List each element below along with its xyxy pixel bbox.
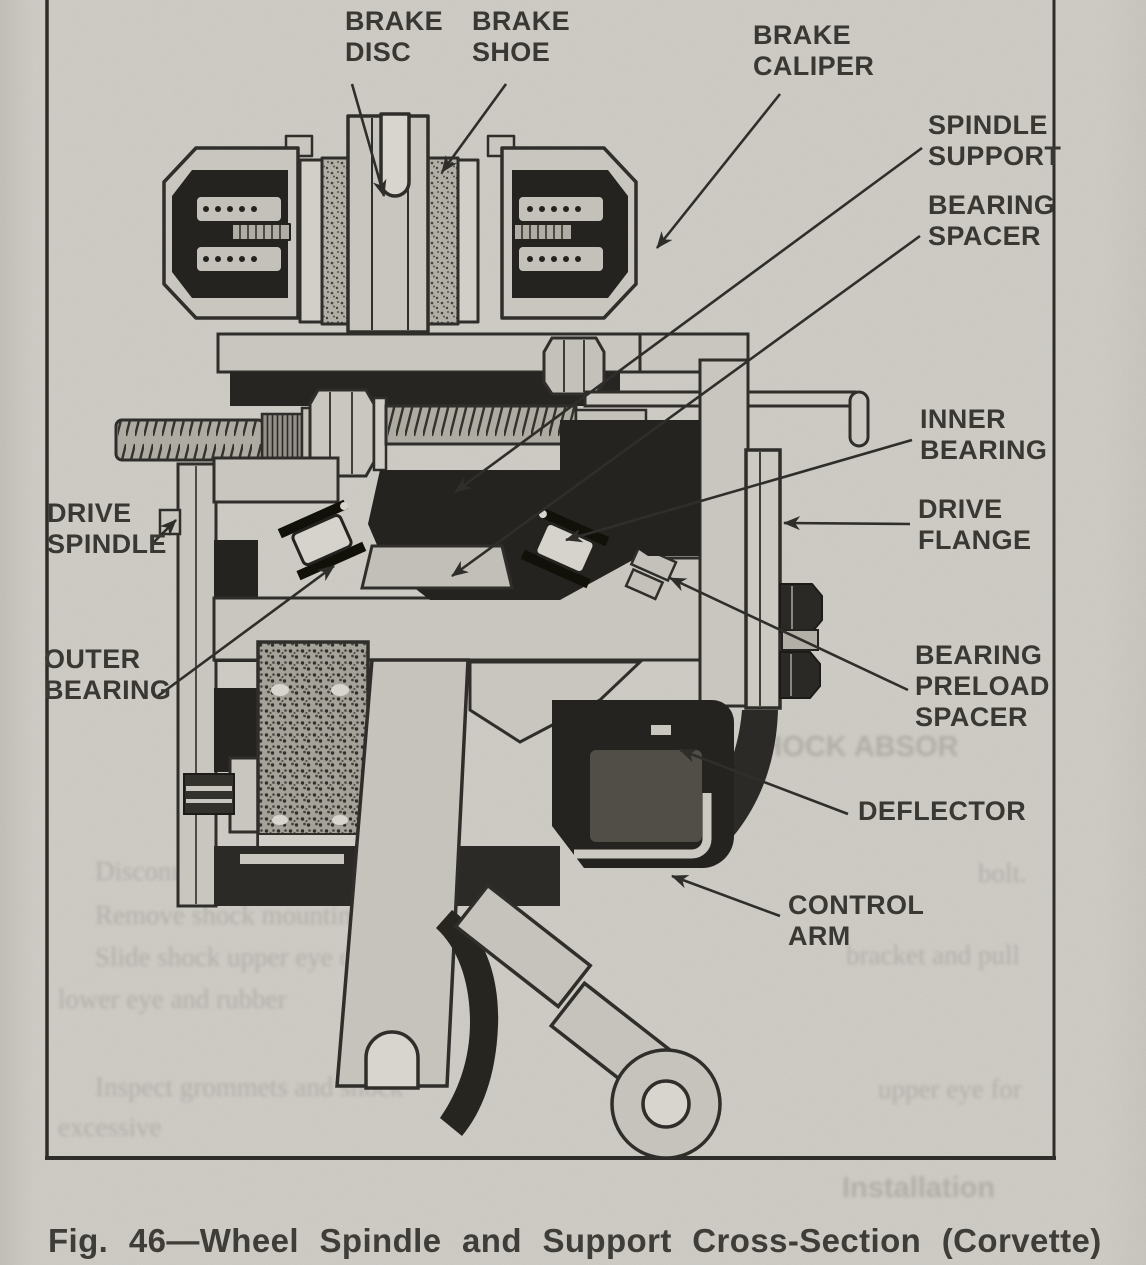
label-line: SHOE [472,37,551,67]
label-line: BRAKE [472,6,571,36]
leader-spindle-support [454,146,923,494]
brake-caliper-assembly [162,112,638,334]
label-line: DRIVE [918,494,1003,524]
label-control-arm: CONTROL ARM [788,890,924,952]
control-arm-eye-hole [641,1079,691,1129]
brake-shoe-right [426,156,460,326]
leader-bearing-spacer [451,234,921,578]
leader-inner-bearing [565,438,913,543]
mount-pin [183,773,235,815]
label-line: SPINDLE [47,529,167,559]
label-line: SUPPORT [928,141,1062,171]
leader-deflector [679,748,849,816]
leader-brake-shoe [440,83,508,173]
label-line: OUTER [44,644,141,674]
label-line: BRAKE [345,6,444,36]
spindle-flange-plate [176,462,218,908]
deflector-tab [649,723,673,737]
label-drive-spindle: DRIVE SPINDLE [47,498,167,560]
leader-brake-caliper [655,93,782,249]
label-spindle-support: SPINDLE SUPPORT [928,110,1061,172]
label-line: DISC [345,37,412,67]
support-cavity [560,420,700,556]
spindle-support-body [560,358,823,868]
label-line: SPINDLE [928,110,1048,140]
bearing-spacer-tube [360,544,514,590]
leader-brake-disc [350,83,387,197]
figure-frame [45,0,1056,1160]
brake-disc-section [346,112,430,334]
brake-caliper-left-half [162,146,300,320]
label-line: DRIVE [47,498,132,528]
spindle-support-upper-arm [216,332,870,448]
outer-bearing-rollers [277,499,367,581]
leader-drive-spindle [151,519,177,545]
spindle-threads [118,421,263,459]
dust-shield-strap [436,910,499,1136]
brake-shoe-left [320,156,350,326]
label-line: BRAKE [753,20,852,50]
label-line: PRELOAD [915,671,1050,701]
label-line: INNER [920,404,1007,434]
bleed-screw [231,223,291,241]
label-line: BEARING [44,675,172,705]
support-leg-and-deflector [335,658,734,1136]
spindle-washer [372,396,388,472]
leader-control-arm [671,874,781,918]
label-line: SPACER [928,221,1041,251]
deflector-lip [574,793,712,859]
label-line: BEARING [920,435,1048,465]
bracket-hook [848,390,870,448]
label-brake-disc: BRAKE DISC [345,6,443,68]
label-line: SPACER [915,702,1028,732]
label-drive-flange: DRIVE FLANGE [918,494,1031,556]
fork-notch [364,1030,420,1090]
label-brake-caliper: BRAKE CALIPER [753,20,874,82]
label-line: CONTROL [788,890,925,920]
label-line: DEFLECTOR [858,796,1027,826]
drive-flange-plate [744,448,782,710]
rubber-mount-section [256,640,370,850]
caliper-mounting-bolt-head [542,336,606,396]
leader-lines [151,83,923,918]
label-deflector: DEFLECTOR [858,796,1026,827]
spindle-nut [308,388,376,478]
drive-spindle-shaft [114,388,648,478]
brake-caliper-right-half [500,146,638,320]
piston-spring-dots [527,206,581,262]
brake-shoe-backing-right [456,158,480,324]
label-bearing-preload-spacer: BEARING PRELOAD SPACER [915,640,1050,733]
piston-spring-dots [203,206,257,262]
hub-and-bearings [158,456,702,908]
control-arm-strap [453,883,593,1009]
support-leg-fork [335,658,470,1088]
label-line: BEARING [915,640,1043,670]
figure-caption: Fig. 46—Wheel Spindle and Support Cross-… [48,1222,1102,1259]
label-bearing-spacer: BEARING SPACER [928,190,1055,252]
leader-outer-bearing [157,564,335,698]
label-line: CALIPER [753,51,875,81]
label-line: ARM [788,921,851,951]
bleed-screw [513,223,573,241]
brake-shoe-backing-left [298,158,324,324]
label-outer-bearing: OUTER BEARING [44,644,171,706]
leader-drive-flange [783,516,911,531]
label-inner-bearing: INNER BEARING [920,404,1047,466]
label-line: FLANGE [918,525,1032,555]
leader-bearing-preload-spacer [669,576,909,692]
control-arm-assembly [453,883,722,1160]
label-brake-shoe: BRAKE SHOE [472,6,570,68]
label-line: BEARING [928,190,1056,220]
